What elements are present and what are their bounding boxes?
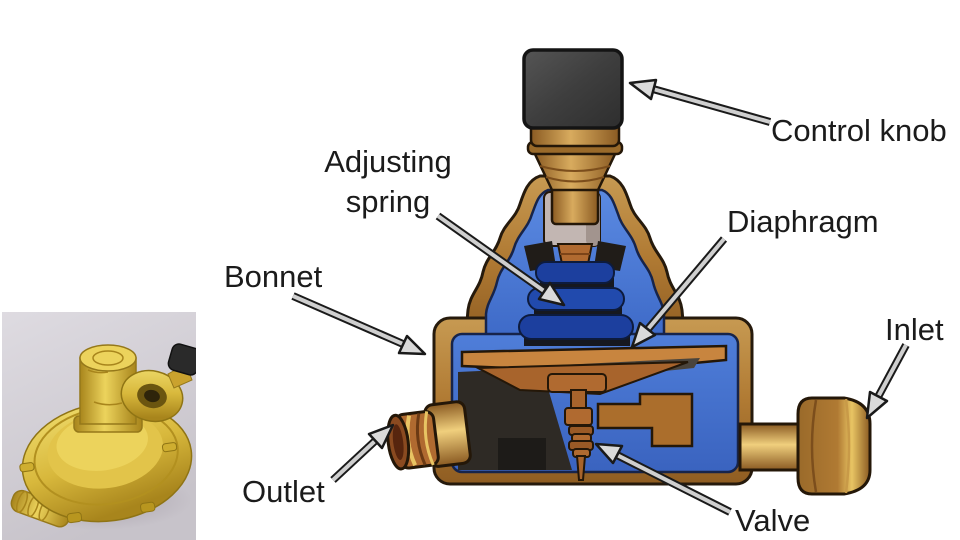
- adjusting-spring-part: [518, 261, 634, 346]
- arrow-outlet: [330, 423, 395, 483]
- label-bonnet: Bonnet: [224, 259, 323, 294]
- stem-part: [526, 120, 624, 226]
- arrow-diaphragm: [630, 236, 728, 349]
- control-knob-part: [522, 48, 624, 130]
- label-adjusting-spring-line2: spring: [345, 184, 431, 219]
- label-diaphragm: Diaphragm: [727, 204, 879, 239]
- chamber-shadow: [458, 368, 572, 470]
- product-photo: [2, 312, 196, 540]
- outlet-part: [386, 400, 472, 471]
- label-adjusting-spring-line1: Adjusting: [324, 144, 452, 179]
- arrow-valve: [594, 442, 732, 516]
- arrow-adjusting-spring: [435, 212, 566, 307]
- label-valve: Valve: [735, 503, 811, 538]
- arrow-bonnet: [291, 292, 427, 356]
- label-outlet: Outlet: [242, 474, 325, 509]
- label-inlet: Inlet: [885, 312, 944, 347]
- arrow-inlet: [865, 343, 910, 420]
- label-control-knob: Control knob: [771, 113, 947, 148]
- inner-passage-part: [596, 392, 694, 448]
- label-adjusting-spring: Adjusting spring: [304, 142, 472, 222]
- brass-regulator-photo: [2, 312, 196, 540]
- arrow-control-knob: [628, 78, 772, 126]
- valve-part: [547, 373, 607, 481]
- inlet-part: [738, 396, 872, 496]
